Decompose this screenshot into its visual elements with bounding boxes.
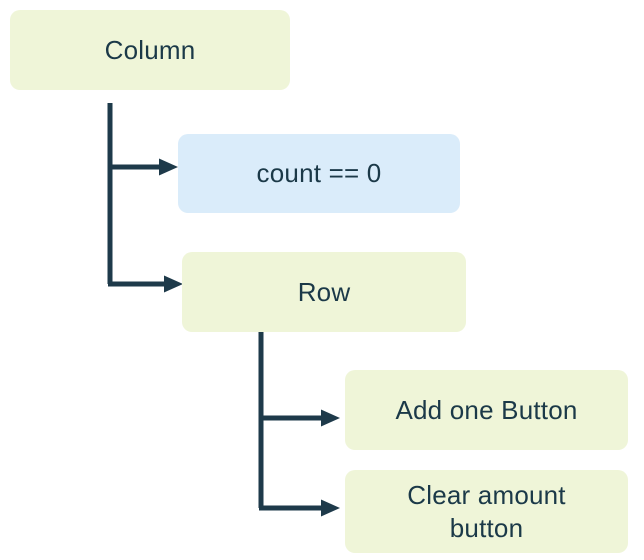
node-row-label: Row — [297, 276, 351, 307]
node-clear-amount-button: Clear amount button — [345, 470, 628, 553]
node-condition-count-equals-zero: count == 0 — [178, 134, 460, 213]
arrowhead-icon — [321, 499, 340, 517]
node-column-label: Column — [104, 34, 196, 65]
arrowhead-icon — [321, 409, 340, 427]
node-add-one-button: Add one Button — [345, 370, 628, 450]
node-clear-amount-button-label: Clear amount button — [407, 479, 566, 543]
connector-column-children — [107, 103, 183, 293]
node-row: Row — [182, 252, 466, 332]
connector-row-children — [258, 330, 340, 517]
node-condition-label: count == 0 — [256, 158, 382, 188]
node-add-one-button-label: Add one Button — [395, 394, 578, 425]
node-column: Column — [10, 10, 290, 90]
arrowhead-icon — [164, 275, 183, 293]
arrowhead-icon — [159, 158, 178, 176]
